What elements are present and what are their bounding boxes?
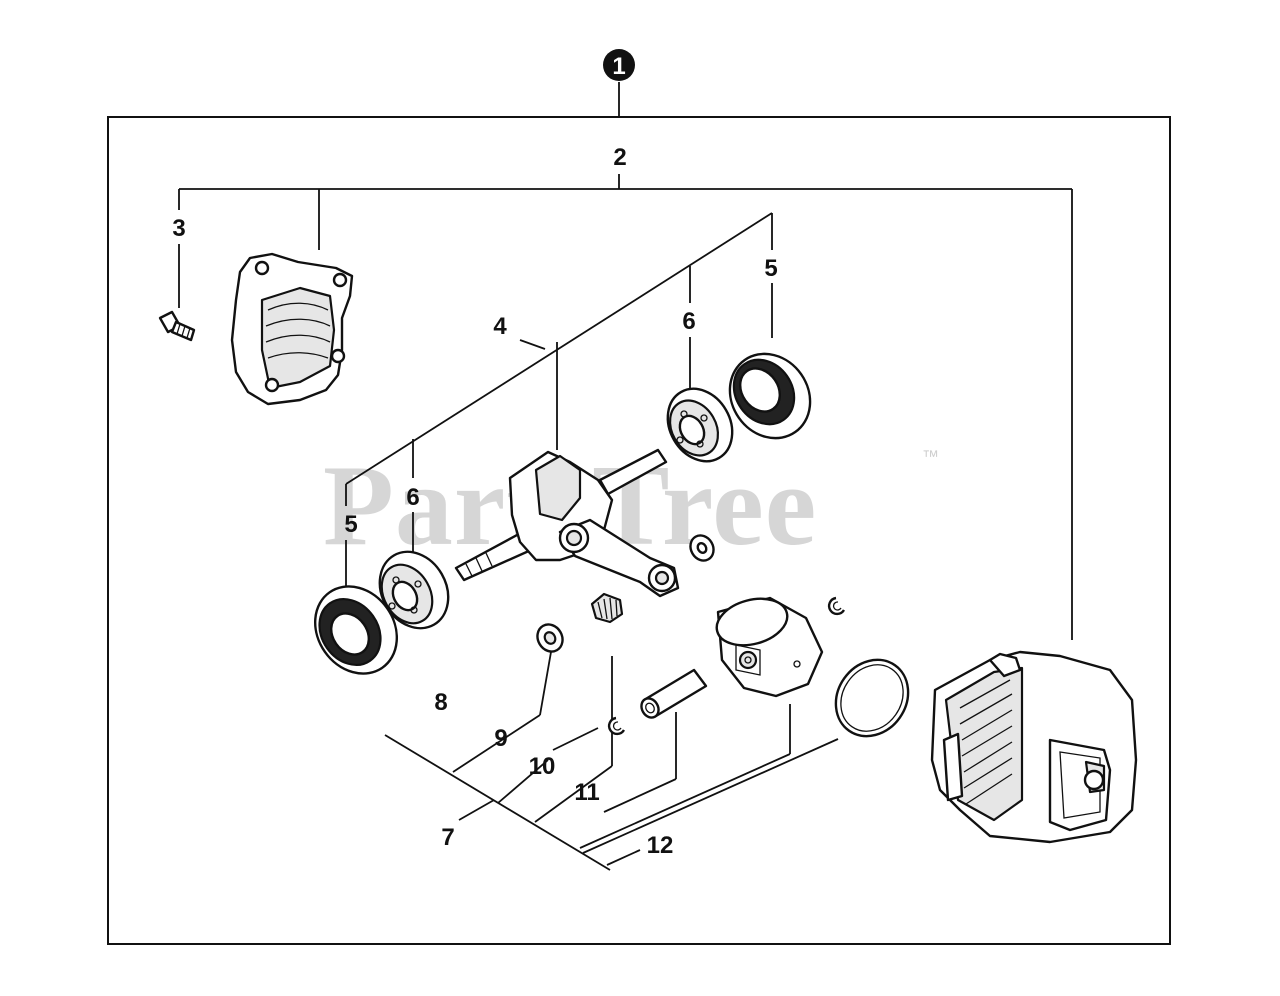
ball-bearing-left-part[interactable] [366, 539, 461, 640]
callout-3[interactable]: 3 [172, 215, 185, 242]
callout-4[interactable]: 4 [493, 313, 507, 340]
cylinder-part[interactable] [930, 650, 1138, 844]
washer-part[interactable] [686, 531, 718, 565]
crankshaft-part[interactable] [454, 448, 680, 598]
piston-part[interactable] [712, 591, 824, 698]
callout-5-right[interactable]: 5 [764, 255, 777, 282]
assembly-callout-1[interactable]: 1 [603, 49, 635, 81]
screw-part[interactable] [158, 310, 196, 342]
callout-7[interactable]: 7 [441, 824, 454, 851]
piston-ring-part[interactable] [821, 646, 923, 751]
callout-10[interactable]: 10 [529, 753, 556, 780]
thrust-washer-part[interactable] [533, 620, 568, 656]
circlip-right-part[interactable] [827, 596, 846, 616]
leader-lines [178, 174, 1073, 871]
callout-5-left[interactable]: 5 [344, 511, 357, 538]
piston-pin-part[interactable] [638, 668, 708, 721]
callout-8[interactable]: 8 [434, 689, 447, 716]
callout-6-left[interactable]: 6 [406, 484, 419, 511]
trademark-symbol: ™ [922, 447, 939, 466]
callout-12[interactable]: 12 [647, 832, 674, 859]
callout-6-right[interactable]: 6 [682, 308, 695, 335]
oil-seal-right-part[interactable] [714, 338, 827, 454]
oil-seal-left-part[interactable] [298, 571, 413, 690]
callout-11[interactable]: 11 [574, 779, 599, 806]
needle-bearing-part[interactable] [590, 592, 624, 624]
callout-2[interactable]: 2 [613, 144, 626, 171]
assembly-frame [107, 116, 1171, 945]
callout-9[interactable]: 9 [494, 725, 507, 752]
crankcase-part[interactable] [230, 252, 354, 406]
circlip-left-part[interactable] [607, 716, 626, 736]
ball-bearing-right-part[interactable] [655, 377, 745, 473]
assembly-callout-number: 1 [612, 53, 625, 80]
